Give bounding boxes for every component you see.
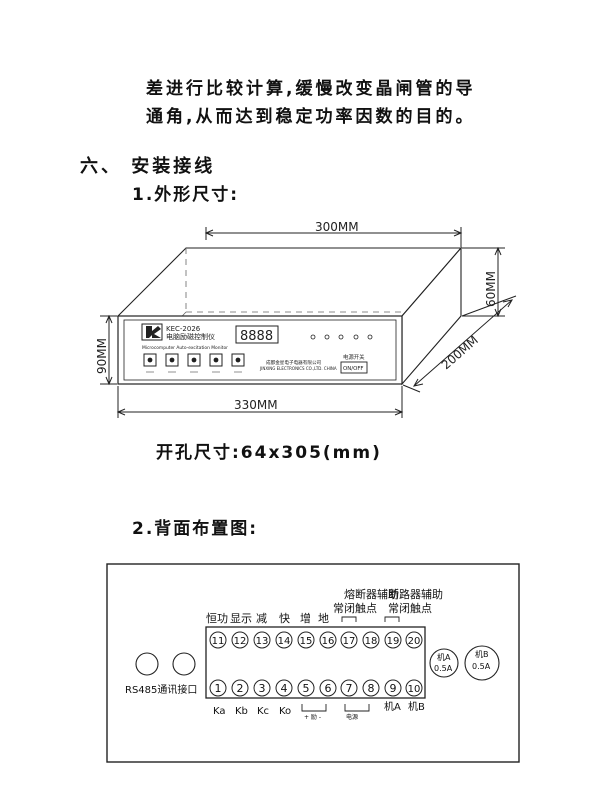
bottom-label-78: 电源 [346, 713, 358, 721]
bottom-label-ko: Ko [279, 706, 291, 717]
bottom-terminal-circle [231, 679, 249, 697]
top-label-6: 地 [318, 612, 329, 625]
bottom-terminal-number: 5 [303, 682, 310, 695]
section-title: 六、 安装接线 [80, 156, 216, 177]
top-terminal-number: 14 [278, 636, 291, 647]
power-switch-label: 电源开关 [343, 353, 365, 361]
top-label-3: 减 [256, 612, 267, 625]
top-terminal-circle [275, 631, 293, 649]
bottom-terminal-number: 8 [368, 682, 375, 695]
top-terminal-row: 11 12 13 14 15 16 17 18 19 20 [209, 631, 423, 649]
power-switch-state: ON/OFF [343, 366, 364, 372]
top-terminal-circle [362, 631, 380, 649]
bottom-terminal-circle [340, 679, 358, 697]
name-cn-label: 电脑励磁控制仪 [166, 332, 215, 341]
top-terminal-number: 16 [322, 636, 335, 647]
top-terminal-number: 15 [300, 636, 313, 647]
fuse-b [464, 645, 500, 681]
bottom-terminal-circle [362, 679, 380, 697]
bottom-label-b: 机B [408, 700, 425, 713]
bottom-terminal-number: 2 [237, 682, 244, 695]
subsection-rear: 2.背面布置图: [132, 519, 259, 539]
top-terminal-circle [319, 631, 337, 649]
top-terminal-number: 20 [408, 636, 421, 647]
top-label-5: 增 [300, 611, 311, 625]
power-switch [340, 361, 368, 374]
top-terminal-circle [253, 631, 271, 649]
dim-width-bottom: 330MM [234, 398, 278, 412]
bottom-label-56: + 励 - [304, 713, 321, 721]
top-terminal-number: 11 [212, 636, 225, 647]
bottom-label-ka: Ka [213, 706, 226, 717]
dim-height-left: 90MM [95, 338, 109, 374]
top-label-2: 显示 [230, 612, 252, 625]
group-sub-fuse: 常闭触点 [333, 601, 377, 615]
bottom-terminal-number: 9 [390, 682, 397, 695]
bottom-terminal-row: 1 2 3 4 5 6 7 8 9 10 [209, 679, 423, 697]
fuse-a-name: 机A [437, 652, 451, 662]
bottom-label-a: 机A [384, 700, 401, 713]
top-terminal-number: 12 [234, 636, 247, 647]
fuse-b-rating: 0.5A [472, 662, 491, 671]
led-display: 8888 [240, 329, 273, 344]
fuse-b-name: 机B [475, 649, 489, 659]
top-label-4: 快 [279, 612, 290, 625]
group-label-fuse: 熔断器辅助 [344, 587, 399, 601]
bottom-terminal-number: 6 [325, 682, 332, 695]
bottom-terminal-circle [209, 679, 227, 697]
cutout-size: 开孔尺寸:64x305(mm) [156, 443, 382, 463]
rs485-port-2 [172, 652, 196, 676]
top-terminal-circle [209, 631, 227, 649]
model-label: KEC-2026 [166, 325, 201, 333]
fuse-a-rating: 0.5A [434, 664, 453, 673]
bottom-terminal-number: 7 [346, 682, 353, 695]
bottom-terminal-circle [275, 679, 293, 697]
bottom-terminal-circle [253, 679, 271, 697]
top-label-1: 恒功 [206, 612, 228, 625]
company-cn-label: 成都金星电子电器有限公司 [266, 359, 322, 366]
bottom-terminal-number: 1 [215, 682, 222, 695]
bottom-label-kc: Kc [257, 706, 269, 717]
top-terminal-number: 19 [387, 636, 400, 647]
bottom-terminal-circle [297, 679, 315, 697]
top-terminal-circle [384, 631, 402, 649]
bottom-label-kb: Kb [235, 706, 248, 717]
rs485-label: RS485通讯接口 [125, 683, 197, 696]
top-terminal-circle [340, 631, 358, 649]
top-terminal-number: 13 [256, 636, 269, 647]
top-terminal-circle [297, 631, 315, 649]
rs485-port-1 [135, 652, 159, 676]
top-terminal-number: 17 [343, 636, 356, 647]
bottom-terminal-number: 3 [259, 682, 266, 695]
fuse-a [429, 648, 459, 678]
top-terminal-circle [405, 631, 423, 649]
bottom-terminal-circle [405, 679, 423, 697]
bottom-terminal-number: 10 [408, 684, 421, 695]
bottom-terminal-circle [319, 679, 337, 697]
top-terminal-circle [231, 631, 249, 649]
dim-width-top: 300MM [315, 220, 359, 234]
bottom-terminal-circle [384, 679, 402, 697]
paragraph-line-1: 差进行比较计算,缓慢改变晶闸管的导 [146, 79, 476, 99]
company-en-label: JINXING ELECTRONICS CO.,LTD. CHINA [259, 366, 337, 371]
subsection-dimensions: 1.外形尺寸: [132, 185, 240, 205]
name-en-label: Microcomputer Auto-excitation Monitor [142, 345, 228, 351]
group-sub-breaker: 常闭触点 [388, 601, 432, 615]
dim-height-right: 60MM [484, 271, 498, 307]
paragraph-line-2: 通角,从而达到稳定功率因数的目的。 [146, 107, 476, 127]
top-terminal-number: 18 [365, 636, 378, 647]
bottom-terminal-number: 4 [281, 682, 288, 695]
logo-icon [141, 323, 163, 341]
group-label-breaker: 断路器辅助 [388, 587, 443, 601]
indicator-lights [310, 334, 373, 340]
